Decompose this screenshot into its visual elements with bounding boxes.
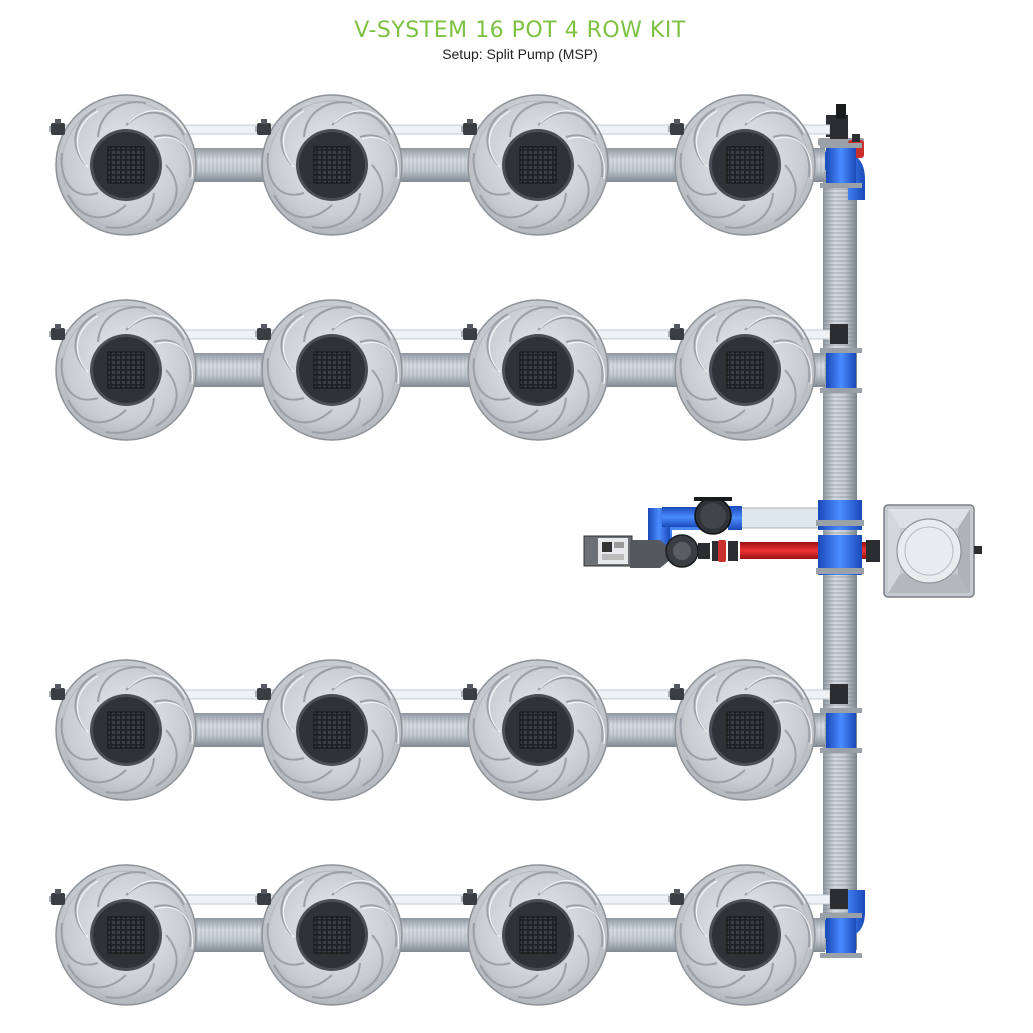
valve-icon (668, 119, 684, 135)
pot-icon (261, 299, 403, 441)
valve-icon (49, 119, 65, 135)
pump-icon (583, 534, 699, 568)
page-title: V-SYSTEM 16 POT 4 ROW KIT (354, 18, 686, 43)
pot-icon (261, 864, 403, 1006)
pot-icon (55, 94, 197, 236)
pot-icon (674, 94, 816, 236)
pot-row-4 (49, 864, 862, 1006)
valve-icon (668, 889, 684, 905)
pot-icon (261, 94, 403, 236)
pot-icon (674, 864, 816, 1006)
pot-rows (49, 94, 862, 1006)
pot-row-1 (49, 94, 862, 236)
valve-icon (668, 684, 684, 700)
feed-line (739, 507, 829, 529)
pot-row-3 (49, 659, 862, 801)
valve-icon (461, 324, 477, 340)
valve-icon (49, 324, 65, 340)
pump-assembly (583, 497, 876, 575)
valve-icon (461, 119, 477, 135)
return-valve-icon (718, 540, 726, 562)
valve-icon (255, 324, 271, 340)
page-subtitle: Setup: Split Pump (MSP) (442, 46, 598, 62)
pot-icon (55, 864, 197, 1006)
valve-icon (668, 324, 684, 340)
valve-icon (255, 684, 271, 700)
valve-icon (461, 684, 477, 700)
valve-icon (255, 119, 271, 135)
pot-icon (261, 659, 403, 801)
valve-icon (461, 889, 477, 905)
pot-icon (467, 659, 609, 801)
pot-icon (467, 864, 609, 1006)
valve-icon (255, 889, 271, 905)
pot-row-2 (49, 299, 862, 441)
pot-icon (467, 299, 609, 441)
pot-icon (467, 94, 609, 236)
pot-icon (55, 299, 197, 441)
pot-icon (674, 299, 816, 441)
pot-icon (674, 659, 816, 801)
filter-icon (694, 497, 732, 535)
reservoir-icon (866, 504, 982, 598)
pot-icon (55, 659, 197, 801)
valve-icon (49, 889, 65, 905)
valve-icon (49, 684, 65, 700)
